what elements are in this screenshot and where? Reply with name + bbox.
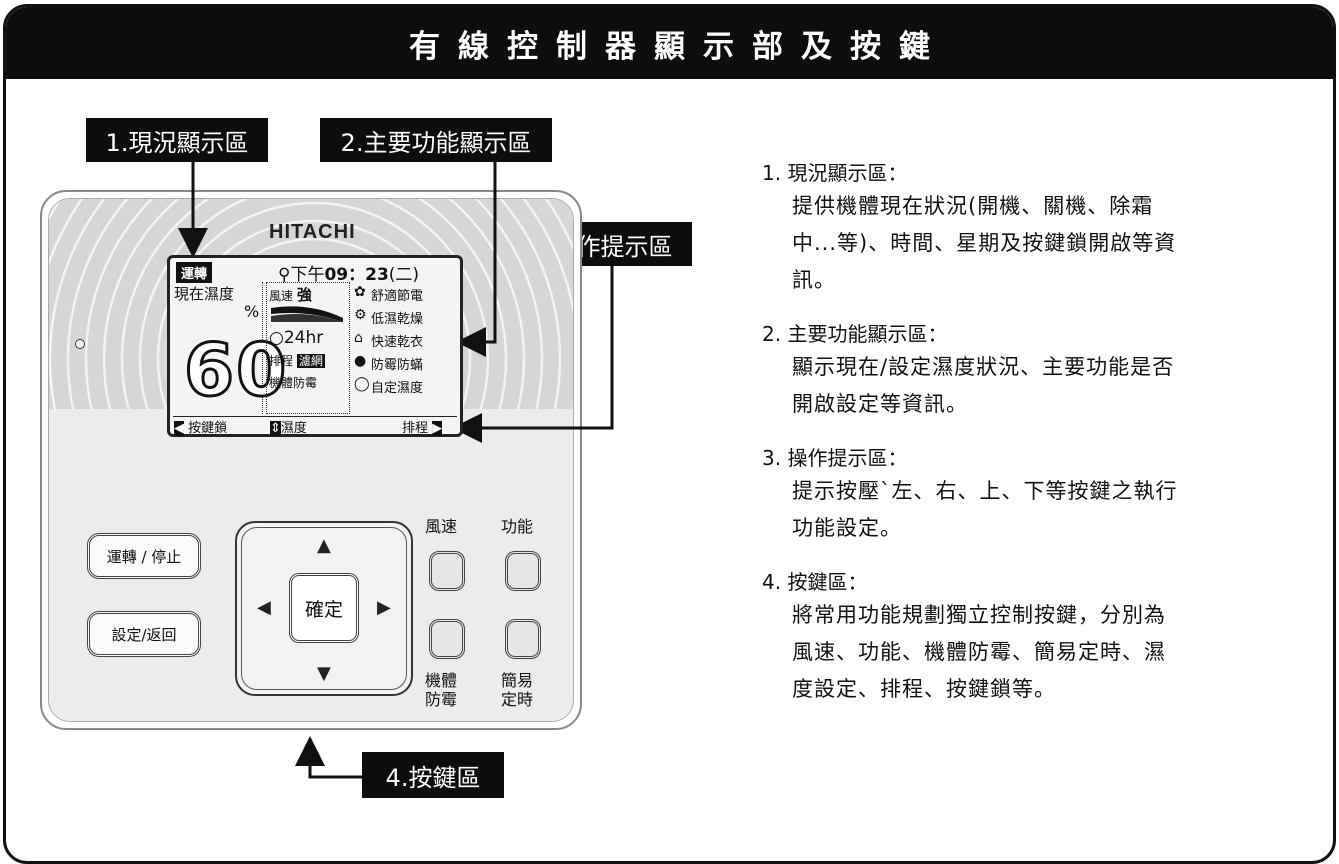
- mode-comfort-save: 舒適節電: [371, 289, 424, 304]
- mode-comfort-icon: ✿: [354, 284, 366, 300]
- hint-bar: [173, 416, 457, 417]
- note-line: 風速、功能、機體防霉、簡易定時、濕: [792, 640, 1166, 664]
- wired-controller: HITACHI 運轉 / 停止 設定/返回 ▲ ▼ ◀ ▶ 確定 風速 功能 機…: [40, 190, 582, 730]
- callout-status-area: 1.現況顯示區: [86, 118, 268, 162]
- note-item: 4. 按鍵區： 將常用功能規劃獨立控制按鍵，分別為風速、功能、機體防霉、簡易定時、…: [762, 567, 1302, 708]
- left-arrow-button[interactable]: ◀: [257, 597, 271, 618]
- down-arrow-button[interactable]: ▼: [317, 663, 331, 684]
- humidity-value: 60: [182, 327, 289, 414]
- right-hint-icon: ▶: [432, 421, 443, 436]
- note-line: 顯示現在/設定濕度狀況、主要功能是否: [792, 355, 1175, 379]
- clock-time: 09：23: [324, 265, 389, 285]
- schedule-filter-indicator: 排程 濾網: [269, 354, 325, 368]
- hint-mid: ⇕濕度: [270, 421, 307, 436]
- mode-custom-humidity: 自定濕度: [371, 381, 424, 396]
- brand-logo: HITACHI: [269, 221, 356, 243]
- function-label: 功能: [501, 517, 534, 536]
- clock-display: ⚲下午09：23(二): [278, 260, 419, 285]
- note-line: 開啟設定等資訊。: [792, 392, 968, 416]
- run-stop-button[interactable]: 運轉 / 停止: [87, 533, 201, 579]
- controller-keypad-panel: 運轉 / 停止 設定/返回 ▲ ▼ ◀ ▶ 確定 風速 功能 機體 防霉 簡易 …: [49, 409, 573, 721]
- set-back-button[interactable]: 設定/返回: [87, 611, 201, 657]
- status-grid: [266, 282, 350, 414]
- key-lock-icon: ⚲: [278, 265, 291, 285]
- lcd-screen: 運轉 ⚲下午09：23(二) 現在濕度 % 60 風速 強 ○24hr 排程 濾…: [167, 255, 463, 437]
- percent-sign: %: [244, 302, 260, 321]
- note-item: 2. 主要功能顯示區： 顯示現在/設定濕度狀況、主要功能是否開啟設定等資訊。: [762, 319, 1302, 423]
- note-line: 提示按壓`左、右、上、下等按鍵之執行: [792, 479, 1178, 503]
- note-line: 訊。: [792, 268, 836, 292]
- note-body: 將常用功能規劃獨立控制按鍵，分別為風速、功能、機體防霉、簡易定時、濕度設定、排程…: [762, 597, 1302, 708]
- callout-main-function-area: 2.主要功能顯示區: [320, 118, 552, 162]
- easy-timer-label-2: 定時: [501, 690, 534, 709]
- clock-weekday: (二): [388, 265, 420, 285]
- clock-ampm: 下午: [290, 265, 325, 285]
- mold-indicator: 機體防霉: [269, 376, 318, 390]
- note-heading: 2. 主要功能顯示區：: [762, 322, 948, 346]
- confirm-button[interactable]: 確定: [289, 573, 359, 643]
- note-line: 將常用功能規劃獨立控制按鍵，分別為: [792, 603, 1166, 627]
- timer-24hr: ○24hr: [269, 328, 324, 348]
- mode-anti-mold: 防霉防蟎: [371, 358, 424, 373]
- run-status-tag: 運轉: [176, 262, 213, 283]
- notes-column: 1. 現況顯示區： 提供機體現在狀況(開機、關機、除霜中...等)、時間、星期及按…: [762, 158, 1302, 728]
- mode-low-humidity: 低濕乾燥: [371, 312, 424, 327]
- easy-timer-label-1: 簡易: [501, 671, 534, 690]
- note-heading: 4. 按鍵區：: [762, 570, 868, 594]
- note-item: 3. 操作提示區： 提示按壓`左、右、上、下等按鍵之執行功能設定。: [762, 443, 1302, 547]
- hint-right: 排程 ▶: [402, 421, 443, 436]
- mold-prevention-button[interactable]: [429, 619, 465, 659]
- mode-anti-mold-icon: ●: [354, 353, 367, 369]
- fan-level-bars: [271, 306, 343, 322]
- note-line: 功能設定。: [792, 516, 902, 540]
- mode-quick-dry-icon: ⌂: [354, 330, 363, 346]
- fan-speed-label: 風速: [425, 517, 458, 536]
- note-heading: 1. 現況顯示區：: [762, 161, 908, 185]
- note-heading: 3. 操作提示區：: [762, 446, 908, 470]
- direction-pad: ▲ ▼ ◀ ▶ 確定: [235, 521, 413, 696]
- controller-face: HITACHI 運轉 / 停止 設定/返回 ▲ ▼ ◀ ▶ 確定 風速 功能 機…: [48, 198, 574, 722]
- left-hint-icon: ◀: [174, 421, 184, 436]
- page-title: 有線控制器顯示部及按鍵: [409, 28, 948, 65]
- mold-prevention-label-2: 防霉: [425, 690, 458, 709]
- direction-pad-ring: [241, 527, 407, 690]
- current-humidity-label: 現在濕度: [174, 285, 235, 303]
- fan-speed-button[interactable]: [429, 551, 465, 591]
- easy-timer-button[interactable]: [505, 619, 541, 659]
- ring: [49, 199, 573, 409]
- fan-speed-indicator: 風速 強: [269, 286, 312, 304]
- note-line: 度設定、排程、按鍵鎖等。: [792, 677, 1056, 701]
- mold-prevention-label-1: 機體: [425, 671, 458, 690]
- updown-hint-icon: ⇕: [270, 421, 281, 436]
- mode-quick-dry: 快速乾衣: [371, 335, 424, 350]
- up-arrow-button[interactable]: ▲: [317, 535, 331, 556]
- sensor-dot: [75, 339, 85, 349]
- hint-left: ◀ 按鍵鎖: [174, 421, 228, 436]
- function-button[interactable]: [505, 551, 541, 591]
- mode-custom-icon: ◯: [354, 376, 370, 392]
- title-bar: 有線控制器顯示部及按鍵: [6, 7, 1333, 79]
- humidity-box: [173, 282, 263, 414]
- note-line: 中...等)、時間、星期及按鍵鎖開啟等資: [792, 231, 1177, 255]
- note-line: 提供機體現在狀況(開機、關機、除霜: [792, 194, 1154, 218]
- note-body: 提示按壓`左、右、上、下等按鍵之執行功能設定。: [762, 473, 1302, 547]
- right-arrow-button[interactable]: ▶: [377, 597, 391, 618]
- note-item: 1. 現況顯示區： 提供機體現在狀況(開機、關機、除霜中...等)、時間、星期及按…: [762, 158, 1302, 299]
- note-body: 顯示現在/設定濕度狀況、主要功能是否開啟設定等資訊。: [762, 349, 1302, 423]
- mode-low-humidity-icon: ⚙: [354, 307, 367, 323]
- callout-button-area: 4.按鍵區: [362, 752, 504, 798]
- note-body: 提供機體現在狀況(開機、關機、除霜中...等)、時間、星期及按鍵鎖開啟等資訊。: [762, 188, 1302, 299]
